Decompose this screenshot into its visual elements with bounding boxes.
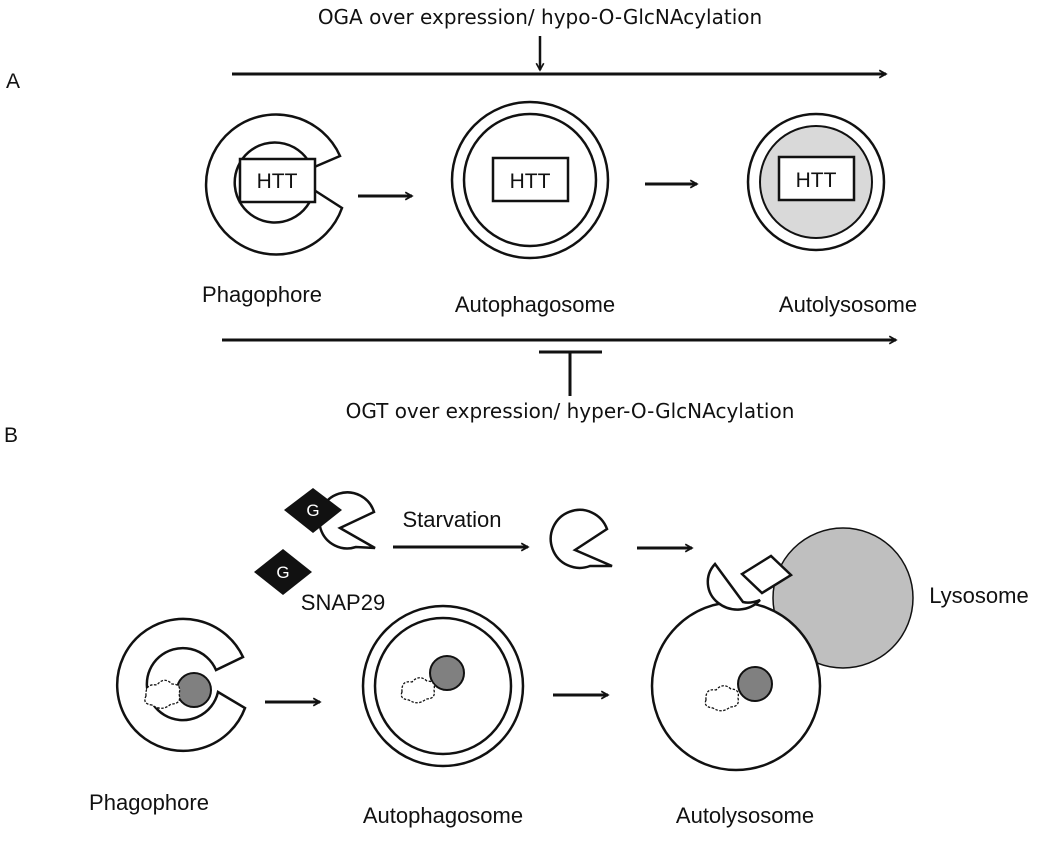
- starvation-label: Starvation: [402, 507, 501, 532]
- phagophore-label-a: Phagophore: [202, 282, 322, 307]
- cargo-particle: [176, 672, 212, 708]
- autophagosome-a: HTT: [450, 100, 610, 260]
- snap29-at-fusion: [706, 562, 761, 611]
- htt-label: HTT: [510, 170, 551, 193]
- snap29-deglycosylated: [549, 508, 613, 570]
- autolysosome-membrane: [650, 600, 822, 772]
- cargo-aggregate: [144, 679, 181, 709]
- phagophore-a: HTT: [204, 113, 344, 256]
- glcnac-marker-bottom: [254, 549, 312, 595]
- autolysosome-a: HTT: [746, 112, 886, 252]
- cargo-particle: [737, 666, 773, 702]
- autolysosome-label-a: Autolysosome: [779, 292, 917, 317]
- cargo-aggregate: [704, 685, 739, 712]
- autolysosome-b: [650, 600, 822, 772]
- autolysosome-label-b: Autolysosome: [676, 803, 814, 828]
- htt-cargo-box: [491, 156, 570, 203]
- lysosome: [772, 527, 914, 669]
- phagophore-label-b: Phagophore: [89, 790, 209, 815]
- phagophore-membrane: [204, 113, 344, 256]
- htt-cargo-box: [777, 155, 856, 202]
- glcnac-mark-label: G: [306, 501, 319, 520]
- autophagosome-b: [361, 604, 525, 768]
- lysosome-label: Lysosome: [929, 583, 1028, 608]
- phagophore-membrane: [115, 617, 247, 753]
- panel-a-label: A: [6, 70, 20, 93]
- htt-label: HTT: [796, 169, 837, 192]
- glcnac-mark-label: G: [276, 563, 289, 582]
- htt-label: HTT: [257, 170, 298, 193]
- snap29-glycosylated: G G: [254, 488, 376, 595]
- top-annotation: OGA over expression/ hypo-O-GlcNAcylatio…: [318, 5, 762, 29]
- bottom-annotation: OGT over expression/ hyper-O-GlcNAcylati…: [346, 399, 795, 423]
- autophagosome-label-b: Autophagosome: [363, 803, 523, 828]
- htt-cargo-box: [238, 157, 317, 204]
- autophagosome-label-a: Autophagosome: [455, 292, 615, 317]
- snare-partner: [739, 554, 794, 595]
- cargo-particle: [429, 655, 465, 691]
- glcnac-marker-top: [284, 488, 342, 533]
- snap29-label: SNAP29: [301, 590, 385, 615]
- cargo-aggregate: [400, 677, 435, 704]
- panel-b-label: B: [4, 424, 18, 447]
- phagophore-b: [115, 617, 247, 753]
